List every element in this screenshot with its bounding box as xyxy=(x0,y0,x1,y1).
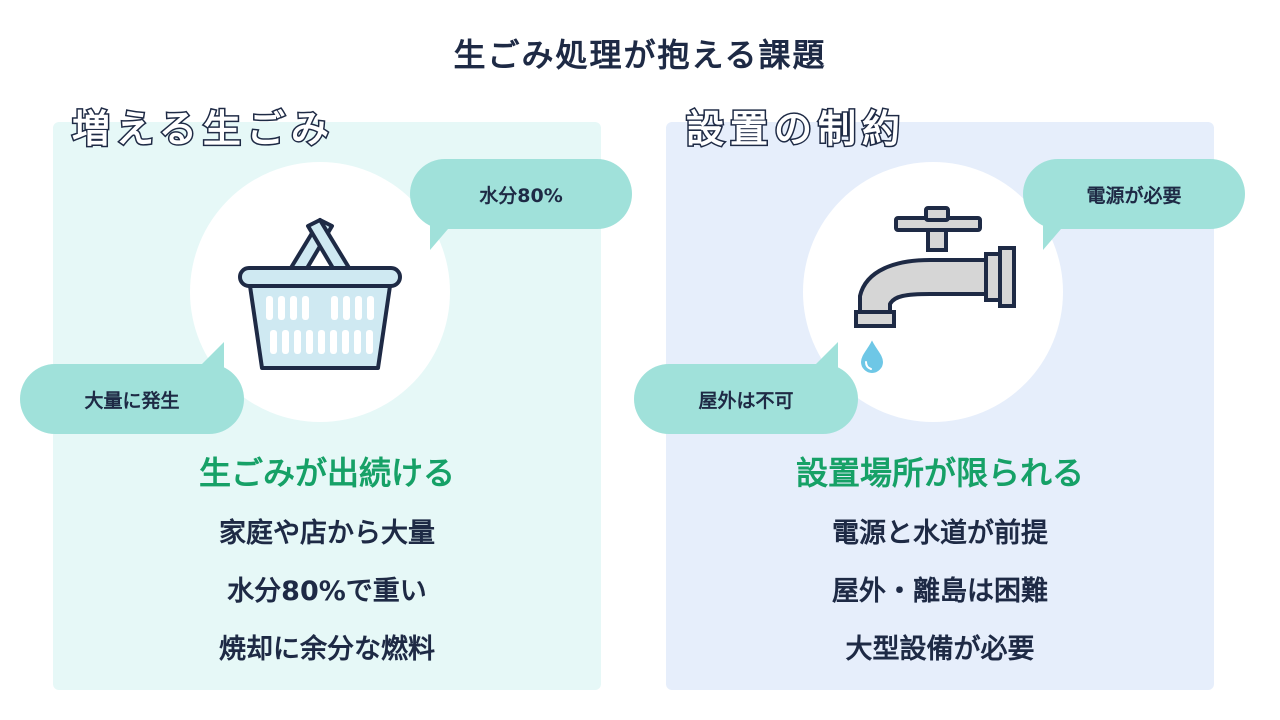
panel-heading-left: 増える生ごみ xyxy=(71,106,335,153)
panel-heading-right: 設置の制約 xyxy=(684,106,907,153)
list-item: 電源と水道が前提 xyxy=(832,518,1048,549)
basket-icon xyxy=(238,218,402,370)
bubble-power-required: 電源が必要 xyxy=(1023,159,1245,229)
faucet-icon xyxy=(854,206,1016,376)
list-item: 大型設備が必要 xyxy=(845,634,1035,665)
subtitle-left: 生ごみが出続ける xyxy=(198,454,455,492)
points-list-left: 家庭や店から大量 水分80%で重い 焼却に余分な燃料 xyxy=(53,512,601,686)
bubble-outdoor-not-possible: 屋外は不可 xyxy=(634,364,858,434)
list-item: 屋外・離島は困難 xyxy=(832,576,1048,607)
list-item: 水分80%で重い xyxy=(227,576,427,607)
bubble-large-amount: 大量に発生 xyxy=(20,364,244,434)
list-item: 家庭や店から大量 xyxy=(219,518,435,549)
subtitle-right: 設置場所が限られる xyxy=(795,454,1084,492)
page-title: 生ごみ処理が抱える課題 xyxy=(453,36,827,74)
points-list-right: 電源と水道が前提 屋外・離島は困難 大型設備が必要 xyxy=(666,512,1214,686)
list-item: 焼却に余分な燃料 xyxy=(219,634,435,665)
bubble-water-content: 水分80% xyxy=(410,159,632,229)
